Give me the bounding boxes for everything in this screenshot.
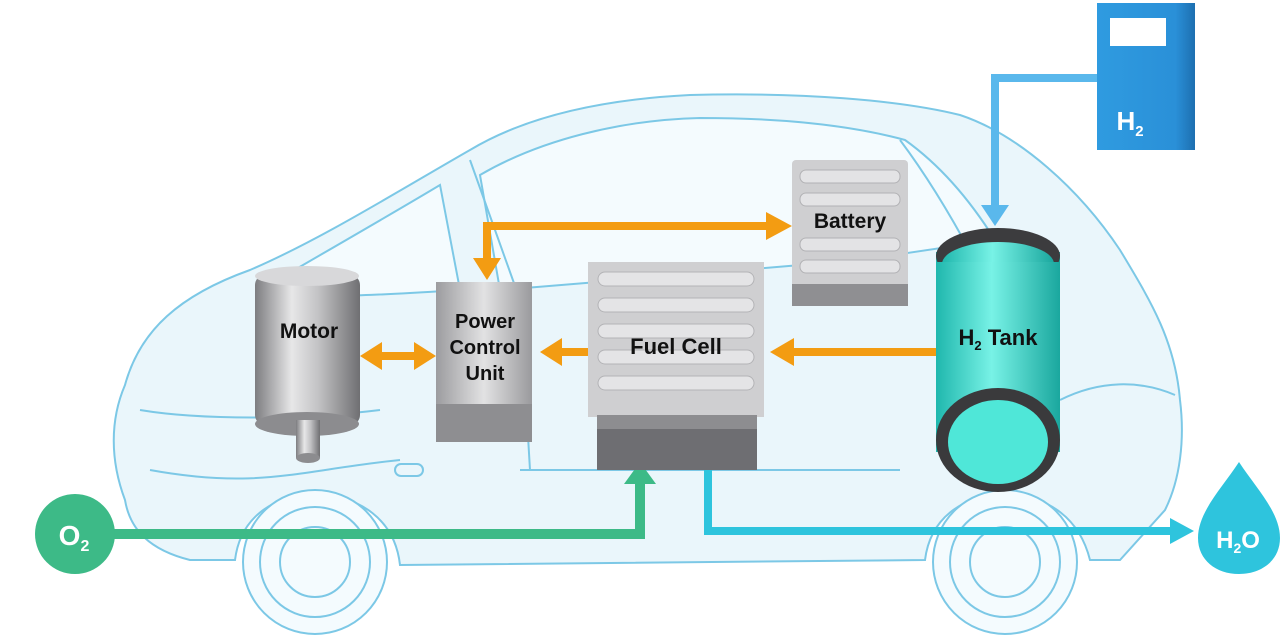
oxygen-line: [105, 462, 656, 539]
hydrogen-pump: H2: [1097, 3, 1195, 150]
power-control-unit: Power Control Unit: [436, 282, 532, 442]
pcu-label-line2: Control: [449, 337, 520, 359]
water-label: H2O: [1216, 527, 1260, 556]
motor-label: Motor: [280, 320, 338, 343]
hydrogen-tank: H2 Tank: [936, 228, 1060, 492]
arrow-head-tank-to-fuelcell: [770, 338, 794, 366]
wheel-front: [242, 489, 388, 635]
hydrogen-supply-line: [981, 74, 1100, 226]
water-droplet: H2O: [1198, 462, 1280, 574]
pcu-label-line3: Unit: [466, 363, 505, 385]
motor: Motor: [255, 266, 360, 463]
arrow-battery-pcu-horizontal: [483, 222, 768, 230]
oxygen-badge: O2: [35, 494, 115, 574]
energy-flow-arrows: [360, 212, 936, 370]
water-line: [704, 458, 1194, 544]
pump-label: H2: [1116, 106, 1143, 140]
fuel-cell: Fuel Cell: [588, 262, 764, 470]
fuel-cell-label: Fuel Cell: [630, 334, 722, 359]
wheel-rear: [932, 489, 1078, 635]
battery: Battery: [792, 160, 908, 306]
arrow-head-fuelcell-to-pcu: [540, 338, 562, 366]
oxygen-label: O2: [59, 520, 90, 555]
arrow-head-to-battery: [766, 212, 792, 240]
arrow-head-to-motor: [360, 342, 382, 370]
battery-label: Battery: [814, 210, 887, 233]
arrow-battery-pcu-vertical: [483, 222, 491, 262]
arrow-head-to-pcu: [473, 258, 501, 280]
arrow-head-to-pcu-left: [414, 342, 436, 370]
tank-label: H2 Tank: [959, 325, 1039, 353]
pcu-label-line1: Power: [455, 311, 515, 333]
